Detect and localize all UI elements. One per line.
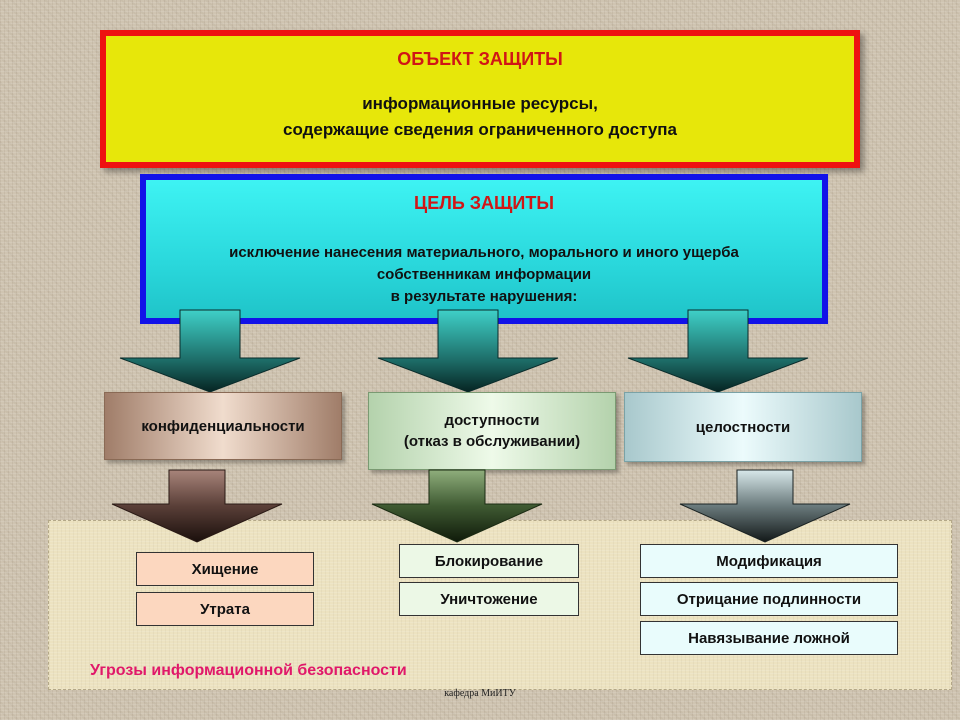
threat-blocking-label: Блокирование [434, 552, 544, 570]
threat-blocking: Блокирование [399, 544, 579, 578]
down-arrow-availability [377, 309, 559, 393]
protection-goal-line-1: исключение нанесения материального, мора… [229, 244, 739, 261]
threat-modification-label: Модификация [716, 552, 822, 570]
threat-loss-label: Утрата [200, 600, 250, 618]
property-availability-label: доступности [444, 412, 540, 429]
threat-false-imposition-label: Навязывание ложной [688, 629, 850, 647]
property-confidentiality: конфиденциальности [104, 392, 342, 460]
property-confidentiality-label: конфиденциальности [141, 417, 305, 435]
threat-destruction-label: Уничтожение [440, 590, 538, 608]
protection-object-line-1: информационные ресурсы, [362, 94, 598, 113]
protection-object-title: ОБЪЕКТ ЗАЩИТЫ [397, 49, 563, 69]
down-arrow-integrity-threats [679, 469, 851, 543]
threat-false-imposition: Навязывание ложной [640, 621, 898, 655]
threat-theft-label: Хищение [191, 560, 259, 578]
threat-modification: Модификация [640, 544, 898, 578]
property-availability-note: (отказ в обслуживании) [403, 433, 581, 450]
protection-object-line-2: содержащие сведения ограниченного доступ… [282, 120, 677, 139]
threats-caption: Угрозы информационной безопасности [90, 662, 407, 679]
down-arrow-availability-threats [371, 469, 543, 543]
footer-department: кафедра МиИТУ [444, 688, 516, 699]
threat-loss: Утрата [136, 592, 314, 626]
down-arrow-confidentiality [119, 309, 301, 393]
protection-goal-line-3: в результате нарушения: [390, 288, 578, 305]
threat-repudiation-label: Отрицание подлинности [676, 590, 862, 608]
protection-goal-box: ЦЕЛЬ ЗАЩИТЫ исключение нанесения материа… [140, 174, 828, 324]
protection-goal-title: ЦЕЛЬ ЗАЩИТЫ [414, 193, 554, 213]
property-integrity-label: целостности [695, 418, 791, 436]
protection-object-box: ОБЪЕКТ ЗАЩИТЫ информационные ресурсы, со… [100, 30, 860, 168]
down-arrow-integrity [627, 309, 809, 393]
threat-theft: Хищение [136, 552, 314, 586]
property-availability: доступности (отказ в обслуживании) [368, 392, 616, 470]
down-arrow-confidentiality-threats [111, 469, 283, 543]
threat-destruction: Уничтожение [399, 582, 579, 616]
protection-goal-line-2: собственникам информации [376, 266, 592, 283]
property-integrity: целостности [624, 392, 862, 462]
threat-repudiation: Отрицание подлинности [640, 582, 898, 616]
